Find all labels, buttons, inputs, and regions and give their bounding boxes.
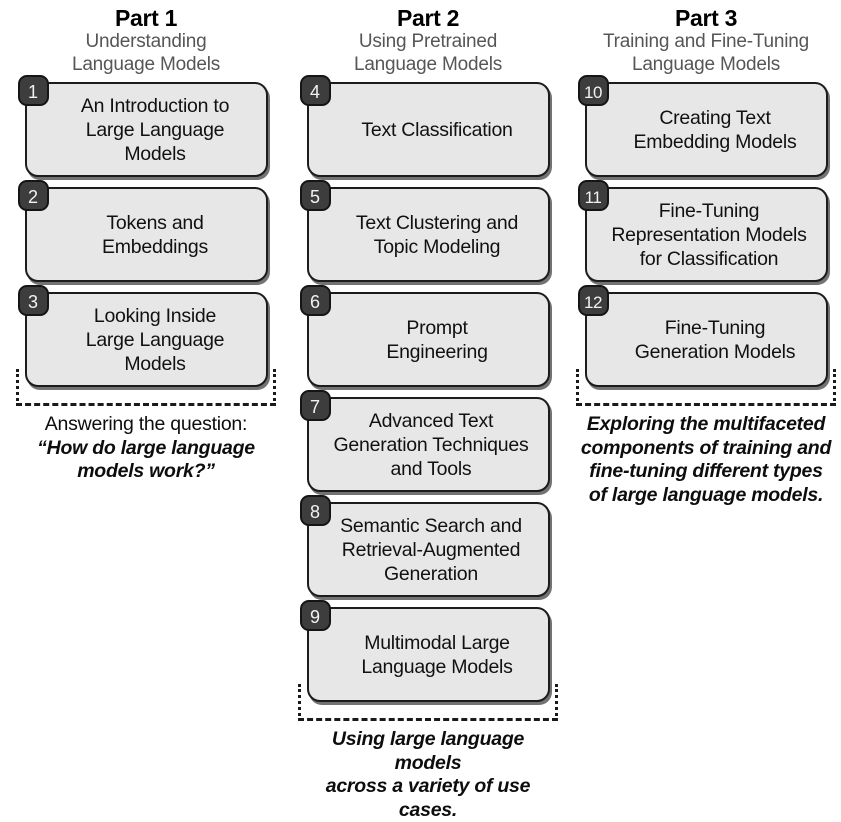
- part-2-caption-text: Using large language models across a var…: [325, 728, 531, 821]
- part-1-header: Part 1 Understanding Language Models: [15, 5, 277, 76]
- part-3-subtitle: Training and Fine-Tuning Language Models: [602, 31, 810, 75]
- chapter-number-badge: 8: [299, 495, 331, 526]
- part-3-header: Part 3 Training and Fine-Tuning Language…: [575, 5, 837, 76]
- chapter-number-badge: 3: [17, 285, 49, 316]
- part-2-subtitle: Using Pretrained Language Models: [353, 31, 503, 75]
- chapter-title: Fine-Tuning Representation Models for Cl…: [611, 199, 807, 270]
- part-3-caption-text: Exploring the multifaceted components of…: [580, 413, 832, 506]
- chapter-number-badge: 5: [299, 180, 331, 211]
- part-1-subtitle: Understanding Language Models: [71, 31, 221, 75]
- chapter-title: Looking Inside Large Language Models: [85, 304, 225, 375]
- chapter-card-6[interactable]: 6 Prompt Engineering: [299, 285, 550, 387]
- part-column-2: Part 2 Using Pretrained Language Models …: [293, 0, 563, 822]
- part-1-chapter-group: 1 An Introduction to Large Language Mode…: [15, 75, 277, 406]
- chapter-card-7[interactable]: 7 Advanced Text Generation Techniques an…: [299, 390, 550, 492]
- chapter-number-badge: 6: [299, 285, 331, 316]
- part-2-caption: Using large language models across a var…: [297, 728, 559, 822]
- part-column-1: Part 1 Understanding Language Models 1 A…: [11, 0, 281, 484]
- chapter-card-1[interactable]: 1 An Introduction to Large Language Mode…: [17, 75, 268, 177]
- part-2-header: Part 2 Using Pretrained Language Models: [297, 5, 559, 76]
- chapter-card-3[interactable]: 3 Looking Inside Large Language Models: [17, 285, 268, 387]
- chapter-title: Prompt Engineering: [386, 316, 488, 363]
- chapter-card-11[interactable]: 11 Fine-Tuning Representation Models for…: [577, 180, 828, 282]
- parts-overview-diagram: Part 1 Understanding Language Models 1 A…: [11, 0, 841, 821]
- chapter-card-10[interactable]: 10 Creating Text Embedding Models: [577, 75, 828, 177]
- part-3-caption: Exploring the multifaceted components of…: [575, 413, 837, 507]
- chapter-card-5[interactable]: 5 Text Clustering and Topic Modeling: [299, 180, 550, 282]
- chapter-number-badge: 4: [299, 75, 331, 106]
- part-1-caption-quote: “How do large language models work?”: [37, 436, 255, 483]
- chapter-card-4[interactable]: 4 Text Classification: [299, 75, 550, 177]
- chapter-title: Semantic Search and Retrieval-Augmented …: [340, 514, 522, 585]
- chapter-card-9[interactable]: 9 Multimodal Large Language Models: [299, 600, 550, 702]
- chapter-number-badge: 7: [299, 390, 331, 421]
- chapter-title: Text Classification: [361, 118, 513, 141]
- chapter-title: Tokens and Embeddings: [102, 211, 208, 258]
- part-3-chapter-group: 10 Creating Text Embedding Models 11 Fin…: [575, 75, 837, 406]
- chapter-title: An Introduction to Large Language Models: [80, 94, 230, 165]
- part-2-title: Part 2: [396, 5, 460, 31]
- chapter-card-8[interactable]: 8 Semantic Search and Retrieval-Augmente…: [299, 495, 550, 597]
- chapter-number-badge: 11: [577, 180, 609, 211]
- part-1-caption: Answering the question: “How do large la…: [15, 413, 277, 484]
- chapter-number-badge: 1: [17, 75, 49, 106]
- chapter-number-badge: 10: [577, 75, 609, 106]
- chapter-number-badge: 9: [299, 600, 331, 631]
- part-2-chapter-group: 4 Text Classification 5 Text Clustering …: [297, 75, 559, 721]
- chapter-title: Fine-Tuning Generation Models: [634, 316, 796, 363]
- part-column-3: Part 3 Training and Fine-Tuning Language…: [571, 0, 841, 507]
- chapter-title: Text Clustering and Topic Modeling: [355, 211, 519, 258]
- part-1-caption-lead: Answering the question:: [44, 413, 248, 435]
- chapter-card-12[interactable]: 12 Fine-Tuning Generation Models: [577, 285, 828, 387]
- part-1-title: Part 1: [114, 5, 178, 31]
- chapter-number-badge: 2: [17, 180, 49, 211]
- part-3-title: Part 3: [674, 5, 738, 31]
- chapter-title: Multimodal Large Language Models: [361, 631, 513, 678]
- chapter-title: Advanced Text Generation Techniques and …: [333, 409, 529, 480]
- chapter-number-badge: 12: [577, 285, 609, 316]
- chapter-title: Creating Text Embedding Models: [633, 106, 797, 153]
- chapter-card-2[interactable]: 2 Tokens and Embeddings: [17, 180, 268, 282]
